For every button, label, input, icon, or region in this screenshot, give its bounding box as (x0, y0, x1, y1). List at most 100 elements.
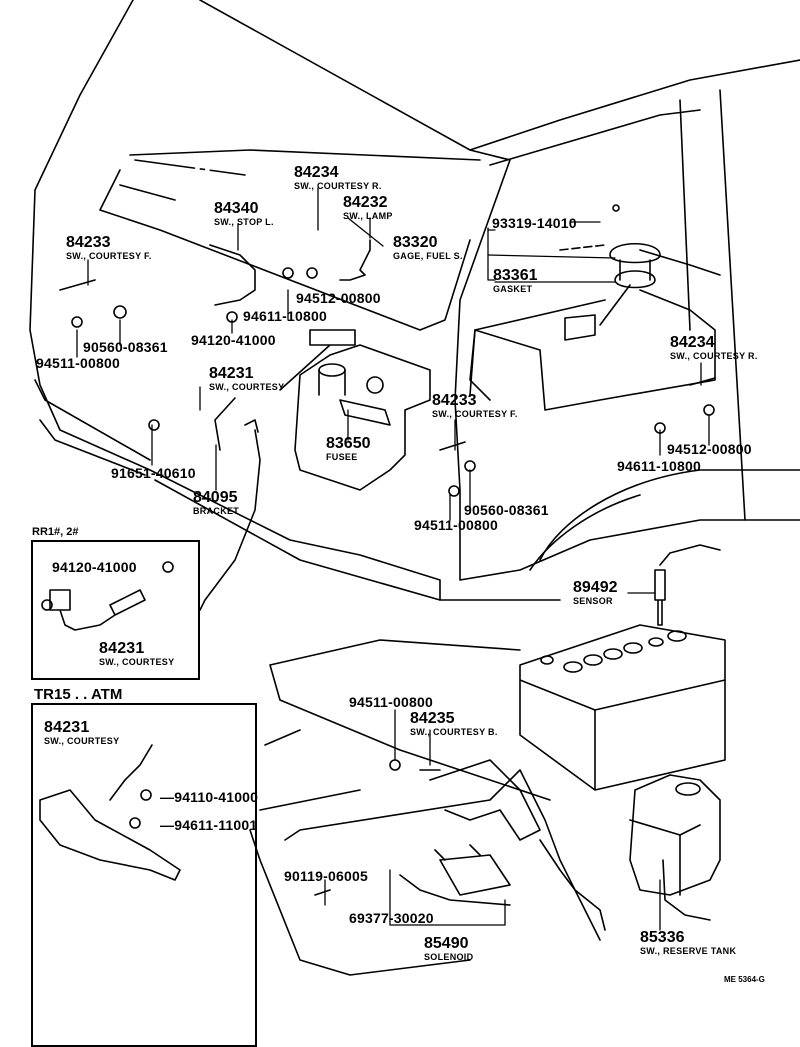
rear-floor (249, 789, 606, 976)
inset-rr-part-84231: 84231 SW., COURTESY (99, 641, 174, 667)
battery-caps (540, 630, 687, 673)
part-number: 84095 (193, 489, 238, 506)
inset-tr-switch-wire (109, 744, 153, 801)
part-number: 83361 (493, 267, 538, 284)
lower-body (154, 479, 561, 601)
roof-line (199, 0, 800, 151)
inset-rr-header: RR1#, 2# (32, 526, 79, 538)
fuel-gage-wire (639, 249, 721, 276)
windshield-inner (119, 159, 246, 201)
callout-arrow (199, 419, 261, 611)
engine-block (294, 344, 431, 491)
cab-side (489, 89, 746, 521)
part-number: 94611-11001 (174, 817, 258, 833)
part-number: 84232 (343, 194, 388, 211)
fusee-tube (339, 399, 391, 426)
fusee-cylinder-top (318, 363, 346, 377)
part-number: 84231 (209, 365, 254, 382)
inset-rr-switch (49, 589, 146, 631)
label-94512-right: 94512-00800 (667, 441, 752, 457)
label-94511-lower: 94511-00800 (349, 694, 433, 710)
rear-cross-member (429, 759, 541, 841)
bumper (34, 379, 151, 476)
part-name: FUSEE (326, 452, 358, 462)
part-name: SW., COURTESY R. (670, 351, 758, 361)
part-number: 84234 (294, 164, 339, 181)
inset-rr-part-94120: 94120-41000 (52, 559, 137, 575)
label-90560-top: 90560-08361 (83, 339, 168, 355)
fuel-gage-unit (609, 243, 661, 289)
inset-tr-frame (31, 703, 257, 1047)
label-94511-mid: 94511-00800 (414, 517, 498, 533)
part-number: 84233 (66, 234, 111, 251)
part-name: SW., COURTESY B. (410, 727, 498, 737)
solenoid-body (434, 844, 511, 896)
label-90119: 90119-06005 (284, 868, 368, 884)
part-name: GASKET (493, 284, 533, 294)
sensor-wire (659, 544, 721, 566)
label-91651: 91651-40610 (111, 465, 196, 481)
door-pillar (559, 244, 606, 251)
part-name: SW., LAMP (343, 211, 393, 221)
part-number: 85336 (640, 929, 685, 946)
part-number: 85490 (424, 935, 469, 952)
part-number: 84231 (99, 640, 145, 657)
solenoid-wire (399, 874, 511, 906)
inset-rr-frame (31, 540, 200, 680)
wheel-arc-2 (529, 494, 641, 571)
part-number: 84340 (214, 200, 259, 217)
sensor-body (654, 569, 666, 626)
fuel-tank-side (469, 329, 476, 396)
rear-floor-2 (284, 769, 601, 941)
battery-top (519, 624, 726, 711)
cab-outline (29, 0, 441, 601)
label-69377: 69377-30020 (349, 910, 434, 926)
part-name: SW., STOP L. (214, 217, 274, 227)
inset-tr-pedal (39, 789, 181, 881)
label-90560-mid: 90560-08361 (464, 502, 549, 518)
label-93319: 93319-14010 (492, 215, 577, 231)
part-number: 84235 (410, 710, 455, 727)
part-number: 84234 (670, 334, 715, 351)
wheel-arc (539, 469, 800, 561)
part-name: SW., COURTESY (44, 736, 120, 746)
label-94512-top: 94512-00800 (296, 290, 381, 306)
part-name: GAGE, FUEL S. (393, 251, 463, 261)
part-number: 84231 (44, 719, 90, 736)
fuel-gage-float (564, 284, 631, 341)
part-number: 89492 (573, 579, 618, 596)
battery-side (519, 679, 726, 791)
stop-switch-wire (209, 244, 256, 306)
reserve-tank-cap (675, 782, 701, 796)
inset-tr-part-94611: —94611-11001 (160, 817, 258, 833)
part-number: 84233 (432, 392, 477, 409)
part-name: SENSOR (573, 596, 613, 606)
part-name: SW., COURTESY F. (66, 251, 152, 261)
part-name: SW., COURTESY F. (432, 409, 518, 419)
label-94611-top: 94611-10800 (243, 308, 327, 324)
part-name: SW., COURTESY (99, 657, 175, 667)
inset-tr-header: TR15 . . ATM (34, 686, 123, 703)
small-parts (41, 204, 716, 896)
part-name: SW., COURTESY (209, 382, 285, 392)
part-number: 94110-41000 (174, 789, 259, 805)
part-name: SW., COURTESY R. (294, 181, 382, 191)
part-name: BRACKET (193, 506, 240, 516)
reserve-tank (629, 774, 721, 896)
label-94511-left: 94511-00800 (36, 355, 120, 371)
diagram-code: ME 5364-G (724, 975, 765, 984)
rear-panel (264, 639, 551, 801)
